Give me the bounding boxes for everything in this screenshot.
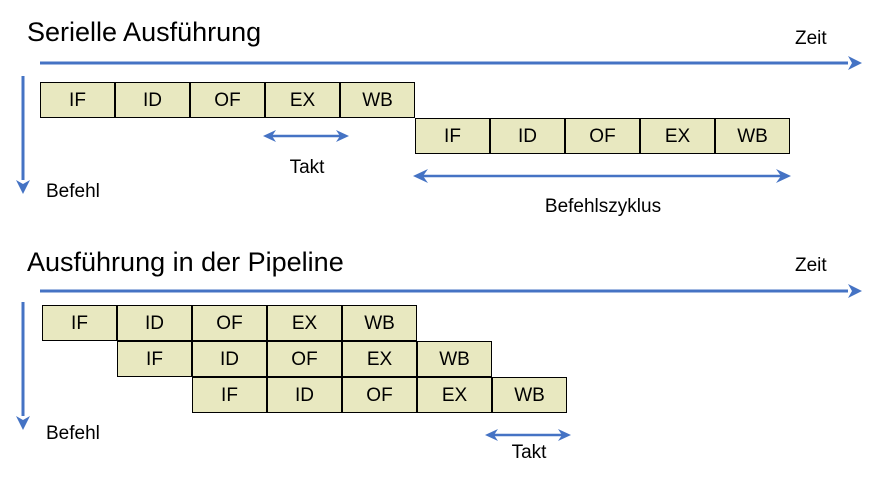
serial-takt-arrow (263, 130, 349, 142)
serial-instruction-axis-arrow (16, 76, 30, 194)
stage-cell: OF (565, 118, 640, 154)
serial-time-axis-arrow (40, 56, 862, 70)
serial-befehlszyklus-label: Befehlszyklus (544, 196, 662, 217)
pipeline-title: Ausführung in der Pipeline (27, 247, 344, 277)
stage-cell: IF (42, 305, 117, 341)
stage-cell: WB (417, 341, 492, 377)
pipeline-takt-arrow (485, 429, 571, 441)
serial-befehlszyklus-arrow (413, 169, 791, 183)
serial-takt-label: Takt (289, 157, 325, 178)
stage-cell: ID (490, 118, 565, 154)
stage-cell: EX (342, 341, 417, 377)
pipeline-time-axis-label: Zeit (795, 255, 827, 276)
stage-cell: ID (117, 305, 192, 341)
pipeline-time-axis-arrow (40, 284, 862, 298)
serial-time-axis-label: Zeit (795, 28, 827, 49)
stage-cell: EX (265, 82, 340, 118)
stage-cell: IF (117, 341, 192, 377)
stage-cell: OF (267, 341, 342, 377)
stage-cell: WB (342, 305, 417, 341)
stage-cell: EX (417, 377, 492, 413)
serial-title: Serielle Ausführung (27, 17, 262, 47)
diagram-pipeline: Ausführung in der Pipeline Zeit Befehl I… (0, 236, 887, 483)
stage-cell: EX (640, 118, 715, 154)
stage-cell: OF (192, 305, 267, 341)
stage-cell: ID (115, 82, 190, 118)
serial-instruction-axis-label: Befehl (46, 181, 100, 202)
stage-cell: ID (192, 341, 267, 377)
stage-cell: WB (340, 82, 415, 118)
stage-cell: IF (415, 118, 490, 154)
stage-cell: ID (267, 377, 342, 413)
pipeline-instruction-axis-label: Befehl (46, 423, 100, 444)
pipeline-instruction-axis-arrow (16, 302, 30, 430)
stage-cell: EX (267, 305, 342, 341)
stage-cell: IF (40, 82, 115, 118)
stage-cell: WB (492, 377, 567, 413)
pipeline-takt-label: Takt (511, 442, 547, 463)
stage-cell: WB (715, 118, 790, 154)
stage-cell: IF (192, 377, 267, 413)
stage-cell: OF (190, 82, 265, 118)
stage-cell: OF (342, 377, 417, 413)
